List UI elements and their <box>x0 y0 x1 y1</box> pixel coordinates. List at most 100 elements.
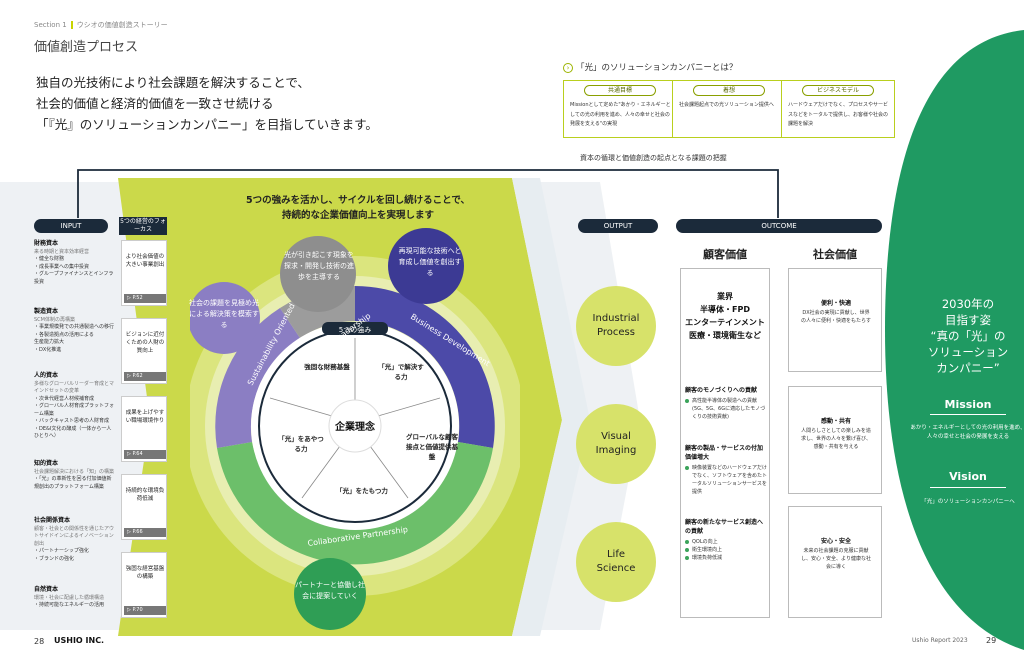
capital-item: ・パートナーシップ強化 <box>34 548 89 554</box>
question-title: ›「光」のソリューションカンパニーとは？ <box>563 61 737 73</box>
question-box-tag: ビジネスモデル <box>802 85 874 96</box>
center-banner-line: 5つの強みを活かし、サイクルを回し続けることで、 <box>246 195 470 206</box>
customer-section-title: 顧客の新たなサービス創造への貢献 <box>685 519 764 535</box>
focus-page-link[interactable]: ▷ P.52 <box>124 294 166 303</box>
issue-caption: 資本の循環と価値創造の起点となる課題の把握 <box>580 154 727 162</box>
lead-line: 社会的価値と経済的価値を一致させ続ける <box>36 96 274 111</box>
bubble-business-text: 再現可能な技術へと育成し価値を創出する <box>398 247 462 277</box>
vision-label: Vision <box>949 470 987 483</box>
bubble-social <box>190 282 260 354</box>
focus-card[interactable]: 強固な経営基盤の構築 ▷ P.70 <box>121 552 167 618</box>
arrow-edge <box>512 178 590 636</box>
section-divider <box>70 21 73 29</box>
bubble-business <box>388 228 464 304</box>
question-box-text: 社会課題起点での光ソリューション提供へ <box>679 102 774 108</box>
focus-card[interactable]: より社会価値の大きい事業創出 ▷ P.52 <box>121 240 167 306</box>
focus-text: 成果を上げやすい職場環境作り <box>125 410 165 424</box>
core-philosophy: 企業理念 <box>335 422 375 433</box>
capital-subtitle: 環境・社会に配慮した循環構造 <box>34 594 105 601</box>
center-banner-line: 持続的な企業価値向上を実現します <box>281 210 434 221</box>
question-box-tag: 着想 <box>693 85 765 96</box>
capital-subtitle: 社会課題解決における「知」の構築 <box>34 468 115 475</box>
capital-title: 自然資本 <box>34 586 59 593</box>
customer-section-item: 衛生環境向上 <box>685 546 767 554</box>
focus-page-link[interactable]: ▷ P.62 <box>124 372 166 381</box>
focus-page-number: P.52 <box>132 295 143 301</box>
spoke <box>301 445 341 499</box>
capital-item: 生産能力拡大 <box>34 339 65 345</box>
bubble-social-text: 社会の課題を見極め光による解決策を模索する <box>189 299 259 329</box>
question-box-tag: 共通目標 <box>584 85 656 96</box>
strength-label: 強固な財務基盤 <box>304 363 350 371</box>
focus-text: 強固な経営基盤の構築 <box>125 566 165 580</box>
lead-paragraph: 独自の光技術により社会課題を解決することで、 社会的価値と経済的価値を一致させ続… <box>36 72 476 135</box>
output-header: OUTPUT <box>578 219 658 233</box>
customer-section: 顧客のモノづくりへの貢献 高性能半導体の製造への貢献(5G、5G、6Gに適応した… <box>685 386 767 421</box>
strength-tag-text: 5つの強み <box>338 326 372 334</box>
capital-block: 知的資本 社会課題解決における「知」の構築 ・「光」の革新性を回る付加価値新規創… <box>34 460 116 491</box>
capital-block: 製造資本 SCM体制の再構築 ・事業規模発での共通製造への移行 ・各製造拠点の活… <box>34 308 116 354</box>
bubble-tech <box>280 236 356 312</box>
capital-title: 人的資本 <box>34 372 59 379</box>
output-segment: Life Science <box>576 522 656 602</box>
mission-divider <box>930 414 1006 415</box>
output-segment: Visual Imaging <box>576 404 656 484</box>
bubble-partner <box>294 558 366 630</box>
focus-page-link[interactable]: ▷ P.70 <box>124 606 166 615</box>
capital-block: 人的資本 多様なグローバルリーダー育成とマインドセットの変革 ・次世代経営人材候… <box>34 372 116 441</box>
focus-page-link[interactable]: ▷ P.66 <box>124 528 166 537</box>
social-value-text: 未来の社会課題の克服に貢献し、安心・安全、より健康な社会に導く <box>801 548 871 570</box>
page-number-left: 28 <box>34 637 45 646</box>
focus-card[interactable]: ビジョンに近付くための人財の質向上 ▷ P.62 <box>121 318 167 384</box>
customer-section-item: 高性能半導体の製造への貢献(5G、5G、6Gに適応したモノづくりの技術貢献) <box>685 397 767 421</box>
strength-label: グローバルな顧客接点と価値提供基盤 <box>406 433 458 461</box>
focus-card[interactable]: 持続的な環境負荷低減 ▷ P.66 <box>121 474 167 540</box>
social-value-box: 感動・共有 人間らしさとしての楽しみを追求し、世界の人々を繋げ喜び、感動・共有を… <box>788 386 882 494</box>
customer-section-title: 顧客のモノづくりへの貢献 <box>685 387 758 394</box>
collaborative-arc <box>217 442 493 565</box>
focus-page-link[interactable]: ▷ P.64 <box>124 450 166 459</box>
capital-subtitle: 顧客・社会との関係性を通じたアウトサイドインによるイノベーション創出 <box>34 525 114 547</box>
focus-text: より社会価値の大きい事業創出 <box>125 254 165 268</box>
output-segment-label: Industrial Process <box>592 313 640 338</box>
industry-list: 業界 半導体・FPD エンターテインメント 医療・環境衛生など <box>680 290 770 342</box>
focus-text: ビジョンに近付くための人財の質向上 <box>125 332 165 354</box>
focus-text: 持続的な環境負荷低減 <box>125 488 165 502</box>
spoke <box>369 445 409 499</box>
customer-section: 顧客の製品・サービスの付加価値増大 映像装置などのハードウェアだけでなく、ソフト… <box>685 444 767 496</box>
vision-divider <box>930 487 1006 488</box>
vision-goal-line: カンパニー” <box>936 361 1000 375</box>
social-value-box: 便利・快適 DX社会の実現に貢献し、世界の人々に便利・快適をもたらす <box>788 268 882 372</box>
capital-title: 知的資本 <box>34 460 59 467</box>
page-number-right: 29 <box>986 636 997 645</box>
social-value-text: DX社会の実現に貢献し、世界の人々に便利・快適をもたらす <box>801 310 871 324</box>
capital-subtitle: SCM体制の再構築 <box>34 316 75 323</box>
capital-item: ・次世代経営人材候補育成 <box>34 395 95 402</box>
question-box-text: ハードウェアだけでなく、プロセスやサービスなどをトータルで提供し、お客様や社会の… <box>788 102 889 127</box>
capital-item: ・持続可能なエネルギーの活用 <box>34 602 105 608</box>
question-box: 共通目標 Missionとして定めた"あかり・エネルギーとしての光の利用を進め、… <box>563 80 677 138</box>
customer-section-item: QOLの向上 <box>685 538 767 546</box>
social-value-box: 安心・安全 未来の社会課題の克服に貢献し、安心・安全、より健康な社会に導く <box>788 506 882 618</box>
capital-item: ・バックキャスト思考の人財育成 <box>34 418 110 424</box>
question-box-text: Missionとして定めた"あかり・エネルギーとしての光の利用を進め、人々の幸せ… <box>570 102 671 127</box>
customer-section-title: 顧客の製品・サービスの付加価値増大 <box>685 445 764 461</box>
output-segment-label: Visual Imaging <box>595 431 637 456</box>
social-value-text: 人間らしさとしての楽しみを追求し、世界の人々を繋げ喜び、感動・共有を与える <box>800 428 871 450</box>
spoke <box>269 397 333 417</box>
vision-goal-line: 2030年の <box>941 297 995 311</box>
capital-item: ・成長事業への集中投資 <box>34 263 90 270</box>
capital-item: ・グループファイナンスとインフラ投資 <box>34 271 114 285</box>
vision-goal-line: 目指す姿 <box>945 313 991 327</box>
capital-block: 自然資本 環境・社会に配慮した循環構造 ・持続可能なエネルギーの活用 <box>34 586 116 610</box>
output-segment-label: Life Science <box>596 549 636 574</box>
strength-tag <box>322 322 388 335</box>
focus-card[interactable]: 成果を上げやすい職場環境作り ▷ P.64 <box>121 396 167 462</box>
vision-goal: 2030年の 目指す姿 “真の「光」の ソリューション カンパニー” <box>918 296 1018 376</box>
social-value-content: 感動・共有 人間らしさとしての楽しみを追求し、世界の人々を繋げ喜び、感動・共有を… <box>789 417 883 451</box>
capital-subtitle: 多様なグローバルリーダー育成とマインドセットの変革 <box>34 380 114 395</box>
value-cycle-diagram: Sustainability Oriented Technological Le… <box>190 228 520 630</box>
customer-value-title: 顧客価値 <box>703 248 747 261</box>
bubble-partner-text: パートナーと協働し社会に提案していく <box>295 581 365 600</box>
